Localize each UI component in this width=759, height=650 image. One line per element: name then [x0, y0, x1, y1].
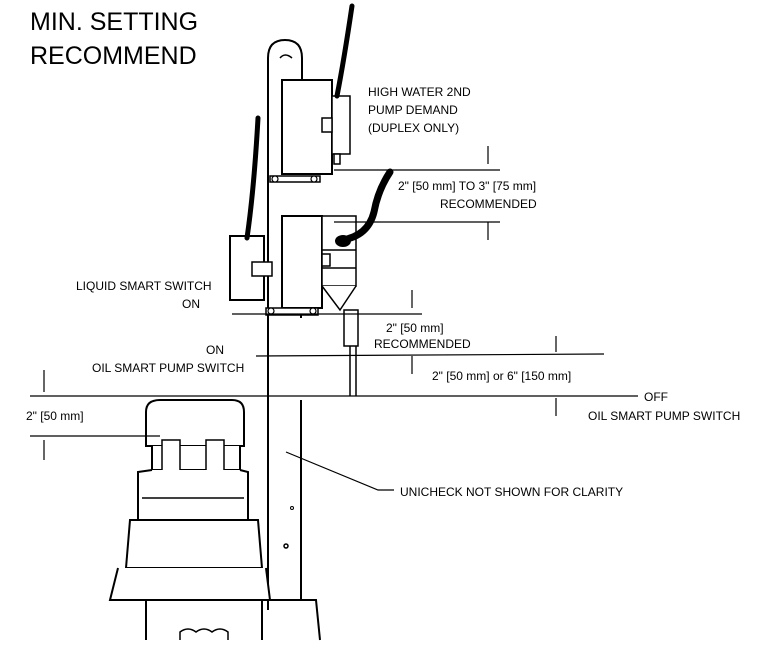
label-high-water-2: PUMP DEMAND [368, 103, 458, 117]
dimension-lines [30, 146, 638, 491]
title-line-1: MIN. SETTING [30, 8, 198, 36]
label-oil-on-1: ON [206, 343, 224, 357]
label-gap2-line2: RECOMMENDED [374, 337, 471, 351]
label-high-water-3: (DUPLEX ONLY) [368, 121, 459, 135]
label-oil-off-2: OIL SMART PUMP SWITCH [588, 409, 740, 423]
label-liquid-switch-1: LIQUID SMART SWITCH [76, 279, 212, 293]
label-high-water-1: HIGH WATER 2ND [368, 85, 471, 99]
label-liquid-switch-2: ON [182, 297, 200, 311]
label-left-gap: 2" [50 mm] [26, 409, 84, 423]
high-water-switch [269, 79, 351, 183]
label-gap1-line1: 2" [50 mm] TO 3" [75 mm] [398, 179, 536, 193]
label-oil-off-1: OFF [644, 390, 668, 404]
title-line-2: RECOMMEND [30, 42, 197, 70]
pump-body [108, 399, 321, 641]
high-water-cord [334, 3, 355, 99]
label-oil-on-2: OIL SMART PUMP SWITCH [92, 361, 244, 375]
label-gap2-line1: 2" [50 mm] [386, 321, 444, 335]
liquid-switch-cord [244, 115, 261, 241]
cord-grommet [335, 235, 351, 247]
oil-switch-cord [338, 168, 394, 244]
label-gap1-line2: RECOMMENDED [440, 197, 537, 211]
label-unicheck: UNICHECK NOT SHOWN FOR CLARITY [400, 485, 623, 499]
label-gap3: 2" [50 mm] or 6" [150 mm] [432, 369, 571, 383]
